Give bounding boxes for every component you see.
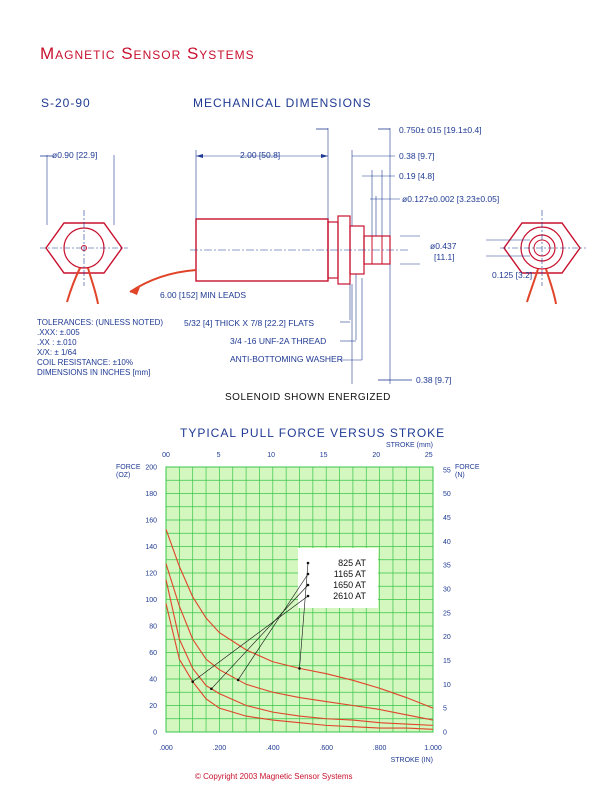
side-view [129,128,420,384]
y-tick-label: 160 [145,518,157,525]
leader-dot [306,583,310,587]
y-tick-label: 140 [145,544,157,551]
y2-tick-label: 40 [443,539,451,546]
x-axis-label: STROKE (IN) [391,757,433,764]
copyright: © Copyright 2003 Magnetic Sensor Systems [195,772,353,781]
leader-line [299,562,309,669]
series-line [165,529,434,709]
dim-038-bottom: 0.38 [9.7] [416,375,452,385]
section-title: MECHANICAL DIMENSIONS [193,96,372,110]
washer-label: ANTI-BOTTOMING WASHER [230,354,343,364]
series-label: 2610 AT [333,591,366,601]
y2-tick-label: 30 [443,587,451,594]
leader-dot [191,680,194,683]
y-tick-label: 180 [145,491,157,498]
leader-line [192,595,309,682]
x-tick-label: .400 [266,745,280,752]
y2-tick-label: 0 [443,730,447,737]
series-line [165,579,434,726]
dim-length: 2.00 [50.8] [240,150,281,160]
leader-line [211,584,309,690]
x-tick-label: .800 [373,745,387,752]
leader-dot [306,561,310,565]
dim-0125: 0.125 [3.2] [492,270,533,280]
y-tick-label: 20 [149,703,157,710]
tolerance-line: DIMENSIONS IN INCHES [mm] [37,368,151,377]
end-view-right [486,210,586,305]
y-axis-label-unit: (OZ) [116,472,130,479]
leader-dot [306,594,310,598]
drawing-caption: SOLENOID SHOWN ENERGIZED [225,392,391,403]
dim-0127: ø0.127±0.002 [3.23±0.05] [402,194,500,204]
x-tick-label: .600 [319,745,333,752]
legend-box [298,548,378,608]
flats-label: 5/32 [4] THICK X 7/8 [22.2] FLATS [184,318,315,328]
dim-038-top: 0.38 [9.7] [399,151,435,161]
y-tick-label: 100 [145,597,157,604]
x2-axis-label: STROKE (mm) [386,442,433,449]
leader-line [237,573,309,681]
y-tick-label: 200 [145,465,157,472]
y-tick-label: 40 [149,677,157,684]
x2-tick-label: 10 [267,452,275,459]
y-tick-label: 60 [149,650,157,657]
y2-tick-label: 15 [443,658,451,665]
company-name: Magnetic Sensor Systems [40,44,255,63]
y2-tick-label: 55 [443,467,451,474]
y2-tick-label: 5 [443,706,447,713]
leader-dot [210,687,213,691]
end-view-left [40,155,128,305]
x2-tick-label: 20 [372,452,380,459]
x2-tick-label: 5 [217,452,221,459]
x-tick-label: 1.000 [424,745,442,752]
series-label: 825 AT [338,558,366,568]
y2-axis-label-unit: (N) [455,472,465,479]
y2-tick-label: 10 [443,682,451,689]
y2-tick-label: 25 [443,610,451,617]
dim-0750: 0.750± 015 [19.1±0.4] [399,125,482,135]
x-tick-label: .000 [159,745,173,752]
tolerance-line: .XXX: ±.005 [37,328,80,337]
pull-force-chart: 0204060801001201401601802000510152025303… [116,442,480,764]
tolerance-line: X/X: ± 1/64 [37,348,77,357]
y-tick-label: 120 [145,571,157,578]
series-line [165,563,434,721]
dim-0437-mm: [11.1] [434,252,455,262]
tolerance-line: .XX : ±.010 [37,338,77,347]
y2-tick-label: 35 [443,563,451,570]
dim-diameter-left: ø0.90 [22.9] [52,150,98,160]
dim-0437: ø0.437 [430,241,457,251]
leader-dot [306,572,310,576]
series-label: 1650 AT [333,580,366,590]
y-axis-label: FORCE [116,464,141,471]
x2-tick-label: 00 [162,452,170,459]
part-number: S-20-90 [41,96,91,110]
tolerances-note: TOLERANCES: (UNLESS NOTED) .XXX: ±.005 .… [37,318,163,378]
y2-tick-label: 50 [443,491,451,498]
x-tick-label: .200 [213,745,227,752]
y2-tick-label: 20 [443,634,451,641]
y-tick-label: 80 [149,624,157,631]
tolerance-line: COIL RESISTANCE: ±10% [37,358,133,367]
leader-dot [298,667,301,670]
x2-tick-label: 25 [425,452,433,459]
thread-label: 3/4 -16 UNF-2A THREAD [230,336,327,346]
y-tick-label: 0 [153,730,157,737]
series-label: 1165 AT [334,569,367,579]
mechanical-drawing [40,128,586,384]
dim-019: 0.19 [4.8] [399,171,435,181]
y2-tick-label: 45 [443,515,451,522]
leads-label: 6.00 [152] MIN LEADS [160,290,246,300]
chart-title: TYPICAL PULL FORCE VERSUS STROKE [180,426,446,440]
x2-tick-label: 15 [320,452,328,459]
y2-axis-label: FORCE [455,464,480,471]
leader-dot [236,678,240,682]
tolerance-line: TOLERANCES: (UNLESS NOTED) [37,318,164,327]
